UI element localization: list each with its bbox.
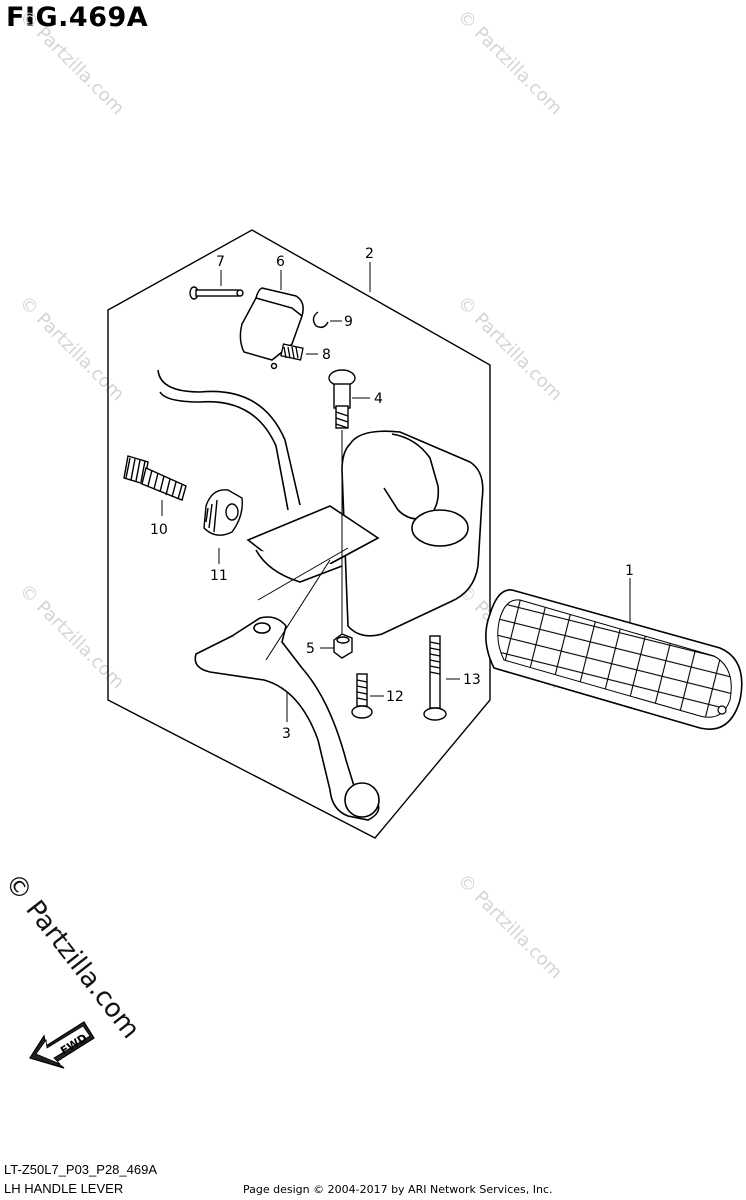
cable-adjuster (123, 455, 187, 501)
page-credit: Page design © 2004-2017 by ARI Network S… (243, 1183, 553, 1196)
callout-5: 5 (306, 641, 315, 657)
hand-grip (485, 589, 743, 730)
retaining-clip (312, 311, 329, 329)
figure-title: FIG.469A (6, 2, 149, 33)
callout-11: 11 (210, 568, 228, 584)
pivot-bolt (328, 369, 356, 429)
callout-10: 10 (150, 522, 168, 538)
bracket-bolt-short (351, 673, 373, 719)
callout-12: 12 (386, 689, 404, 705)
callout-7: 7 (216, 254, 225, 270)
lever-bracket (246, 430, 484, 637)
switch-screw (280, 343, 304, 361)
diagram-code: LT-Z50L7_P03_P28_469A (4, 1162, 157, 1177)
fwd-arrow-icon: FWD (29, 1021, 95, 1069)
callout-13: 13 (463, 672, 481, 688)
bracket-bolt-long (423, 635, 447, 721)
cotter-pin (189, 286, 244, 300)
callout-9: 9 (344, 314, 353, 330)
callout-4: 4 (374, 391, 383, 407)
callout-8: 8 (322, 347, 331, 363)
callout-1: 1 (625, 563, 634, 579)
assembly-axes (257, 430, 349, 661)
clutch-switch (239, 287, 304, 370)
callout-6: 6 (276, 254, 285, 270)
lock-nut (333, 633, 353, 659)
callout-2: 2 (365, 246, 374, 262)
callout-3: 3 (282, 726, 291, 742)
clutch-cable (157, 369, 301, 511)
diagram-subtitle: LH HANDLE LEVER (4, 1181, 124, 1196)
clutch-lever (194, 616, 380, 821)
leader-lines (161, 262, 631, 722)
assembly-outline (107, 229, 491, 839)
adjuster-lock-nut (203, 489, 243, 536)
